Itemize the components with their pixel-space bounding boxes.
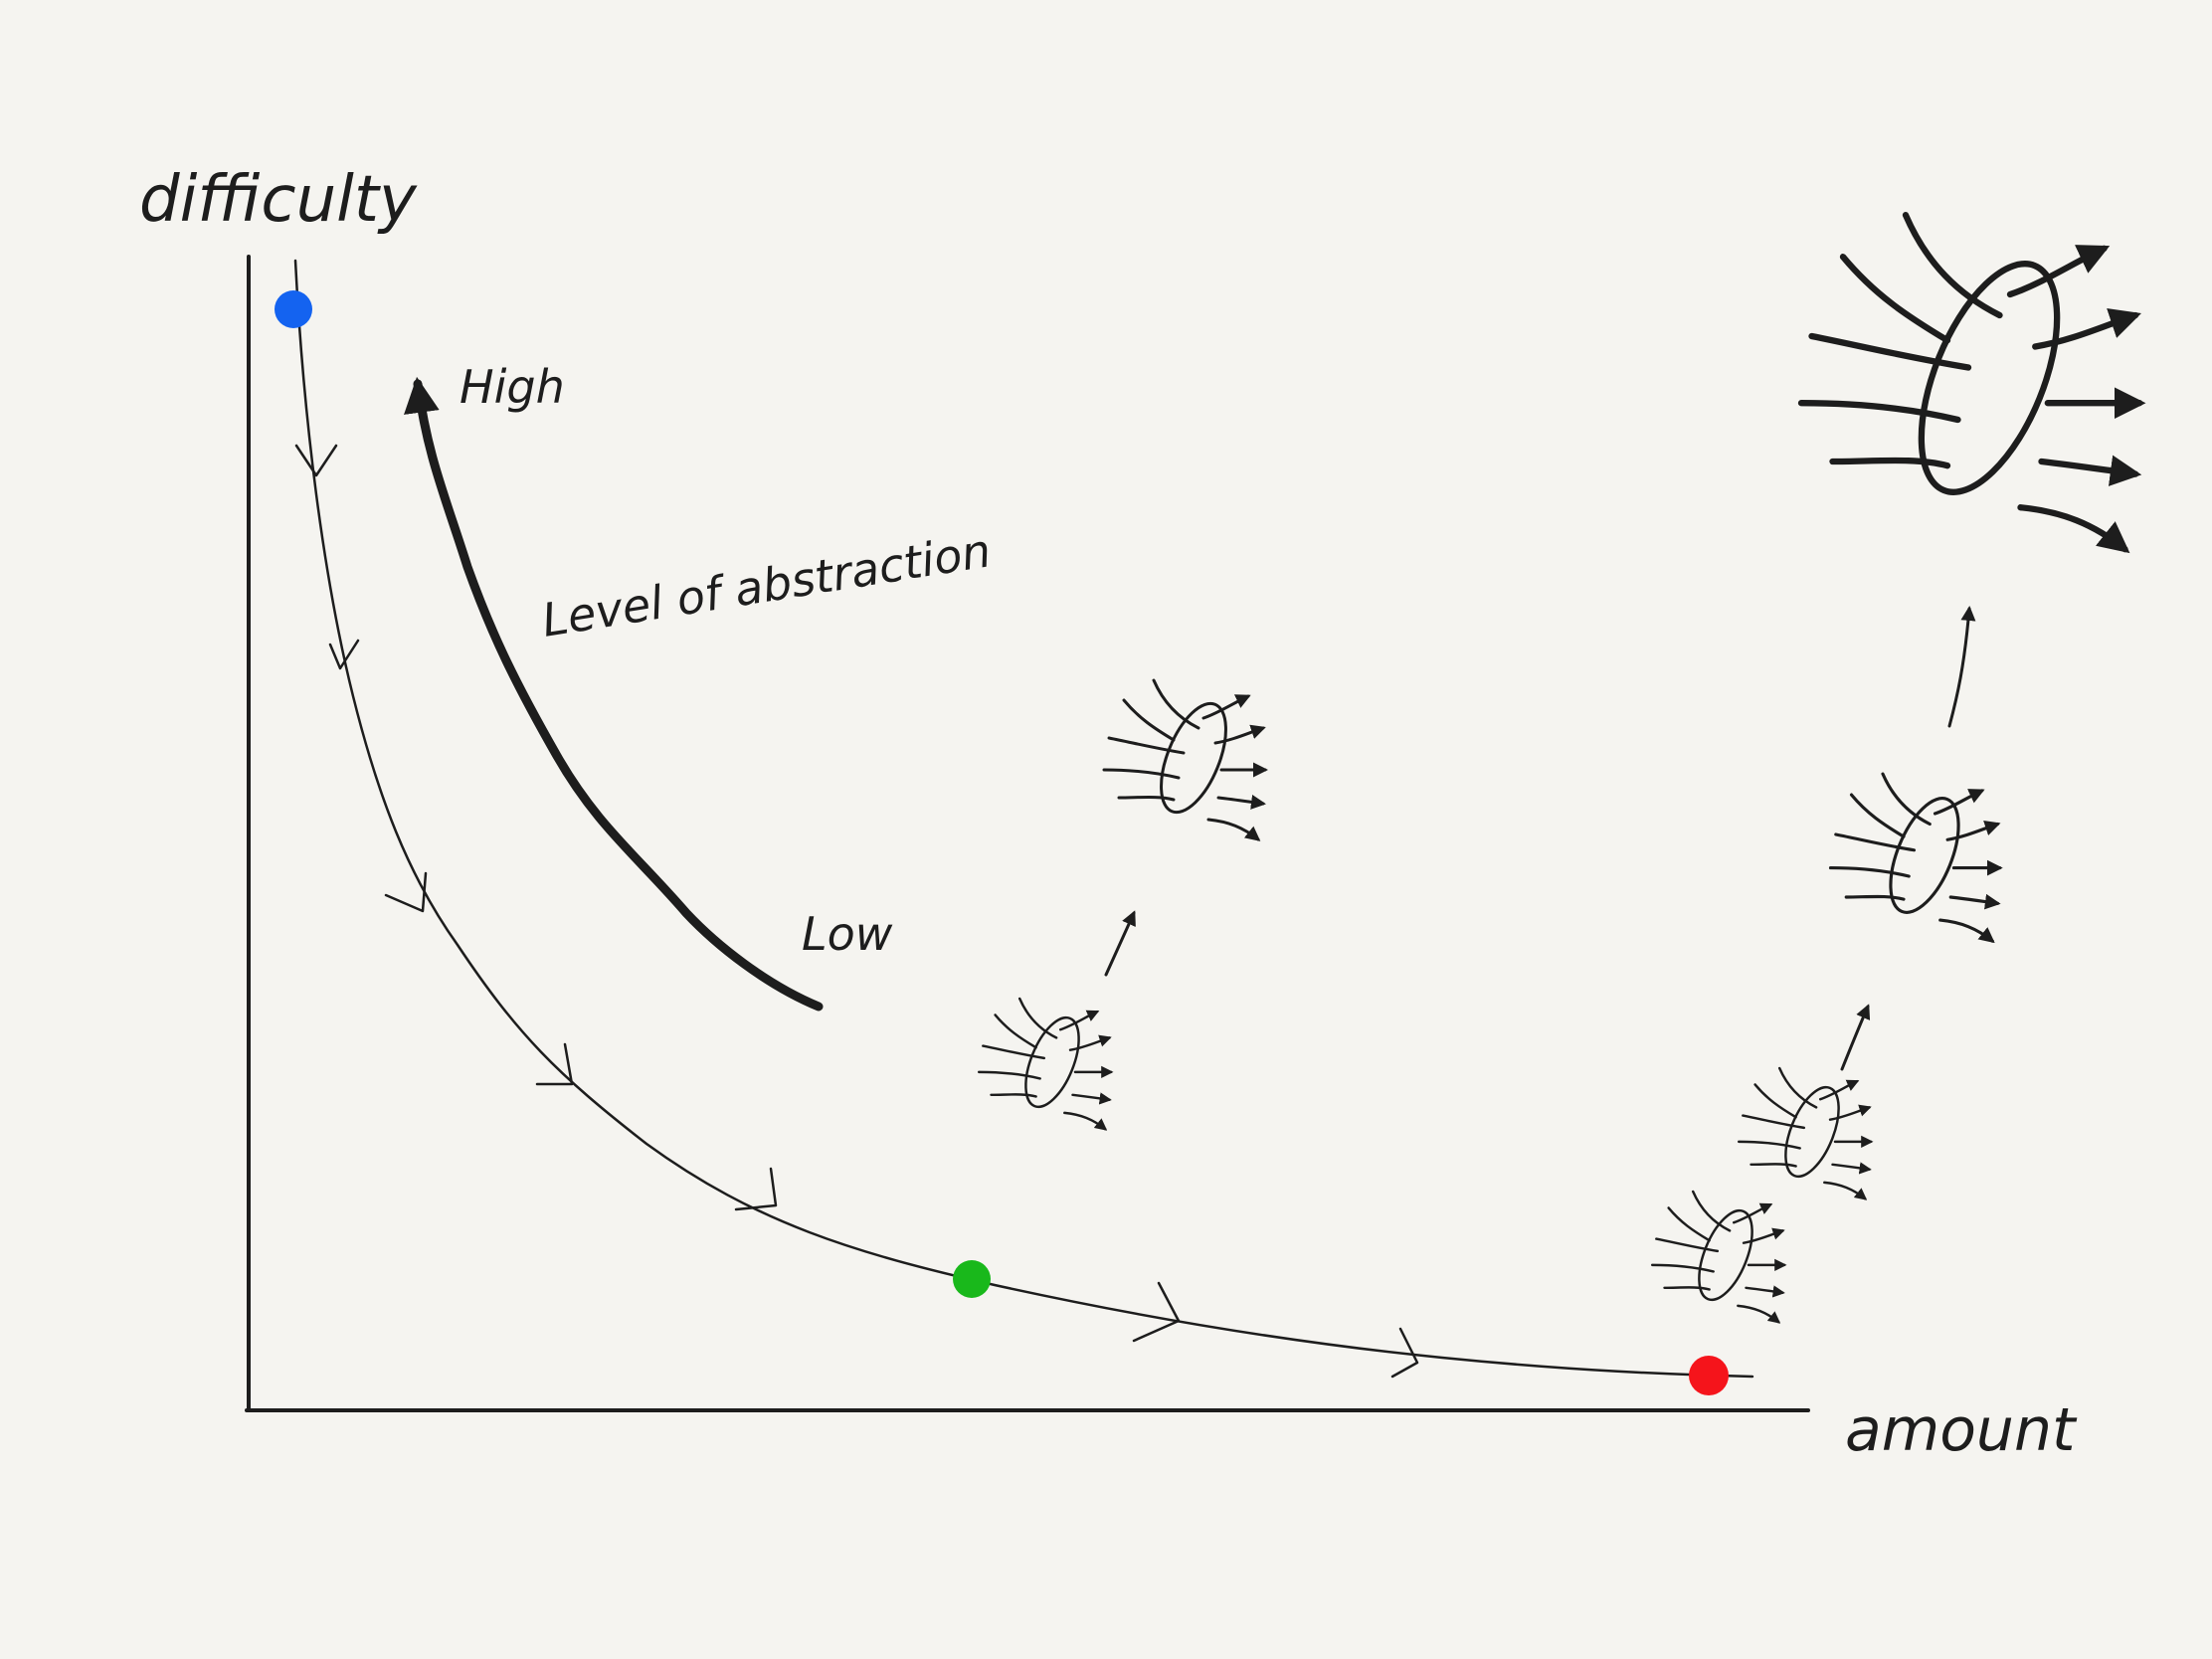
- abstraction-arrow-icon: [404, 376, 824, 1012]
- abstraction-title: Level of abstraction: [538, 523, 995, 647]
- y-axis-label: difficulty: [139, 163, 418, 237]
- flow-through-loop-icon: [979, 999, 1111, 1129]
- red-point: [1689, 1356, 1729, 1395]
- up-arrow-icon: [1840, 1004, 1871, 1071]
- abstraction-low-label: Low: [802, 907, 893, 961]
- flow-through-loop-icon: [1739, 1068, 1871, 1198]
- flow-through-loop-icon: [1652, 1192, 1784, 1322]
- blue-point: [275, 290, 312, 328]
- flow-through-loop-icon: [1104, 680, 1265, 839]
- green-point: [953, 1260, 991, 1298]
- flow-through-loop-icon: [1831, 774, 2000, 941]
- up-arrow-icon: [1104, 910, 1136, 977]
- curve-direction-arrow-icon: [294, 444, 1419, 1379]
- x-axis-label: amount: [1845, 1395, 2078, 1465]
- difficulty-curve: [293, 259, 1754, 1379]
- up-arrow-icon: [1947, 606, 1976, 728]
- abstraction-high-label: High: [460, 360, 565, 414]
- flow-through-loop-icon: [1801, 215, 2139, 549]
